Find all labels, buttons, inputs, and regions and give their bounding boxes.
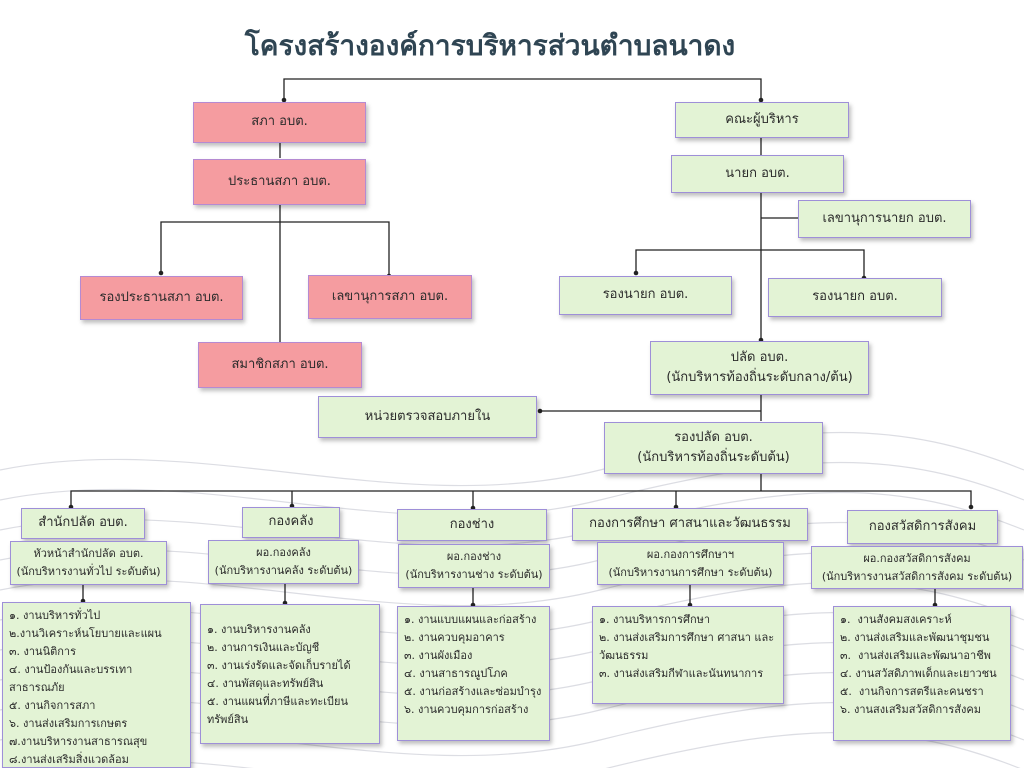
department-head-level: (นักบริหารงานทั่วไป ระดับต้น) bbox=[16, 565, 161, 578]
department-box: กองการศึกษา ศาสนาและวัฒนธรรม bbox=[572, 508, 808, 541]
department-head-box: ผอ.กองคลัง (นักบริหารงานคลัง ระดับต้น) bbox=[208, 540, 359, 584]
task-item: ๓. งานส่งเสริมและพัฒนาอาชีพ bbox=[840, 649, 991, 662]
department-box: สำนักปลัด อบต. bbox=[21, 508, 145, 539]
deputy-permanent-secretary-title: รองปลัด อบต. bbox=[674, 429, 753, 445]
department-head-title: ผอ.กองช่าง bbox=[446, 550, 502, 564]
task-item: ๘.งานส่งเสริมสิ่งแวดล้อม bbox=[9, 753, 129, 766]
chart-title: โครงสร้างองค์การบริหารส่วนตำบลนาดง bbox=[244, 29, 736, 62]
task-item: ๑. งานบริหารการศึกษา bbox=[599, 613, 711, 626]
task-item: ๑. งานบริหารงานคลัง bbox=[207, 623, 311, 636]
department-head-title: ผอ.กองคลัง bbox=[256, 546, 311, 560]
department-head-title: ผอ.กองการศึกษาฯ bbox=[646, 547, 735, 561]
department-head-level: (นักบริหารงานสวัสดิการสังคม ระดับต้น) bbox=[821, 569, 1013, 583]
task-item: ๒. งานการเงินและบัญชี bbox=[207, 641, 320, 654]
department-head-box: ผอ.กองช่าง (นักบริหารงานช่าง ระดับต้น) bbox=[398, 544, 550, 588]
task-item: ๓. งานส่งเสริมกีฬาและนันทนาการ bbox=[599, 667, 764, 680]
permanent-secretary-title: ปลัด อบต. bbox=[730, 349, 789, 365]
department-head-level: (นักบริหารงานการศึกษา ระดับต้น) bbox=[608, 565, 773, 579]
task-item: ๕. งานกิจการสตรีและคนชรา bbox=[840, 685, 984, 698]
mayor-secretary-box: เลขานุการนายก อบต. bbox=[798, 200, 971, 238]
task-item: ๒.งานวิเคราะห์นโยบายและแผน bbox=[9, 627, 162, 640]
task-list: ๑. งานบริหารทั่วไป ๒.งานวิเคราะห์นโยบายแ… bbox=[2, 602, 191, 768]
task-item: ๑. งานสังคมสงเคราะห์ bbox=[840, 613, 952, 626]
task-item: ๖. งานสงเสริมสวัสดิการสังคม bbox=[840, 703, 981, 716]
department-box: กองช่าง bbox=[397, 509, 547, 541]
department-head-level: (นักบริหารงานช่าง ระดับต้น) bbox=[405, 568, 543, 581]
task-item: ๕. งานก่อสร้างและซ่อมบำรุง bbox=[404, 685, 542, 698]
deputy-mayor-box: รองนายก อบต. bbox=[559, 276, 732, 315]
task-list: ๑. งานแบบแผนและก่อสร้าง ๒. งานควบคุมอาคา… bbox=[397, 606, 550, 741]
task-item: ๖. งานส่งเสริมการเกษตร bbox=[9, 717, 128, 730]
department-head-box: ผอ.กองสวัสดิการสังคม (นักบริหารงานสวัสดิ… bbox=[811, 546, 1023, 589]
council-secretary-box: เลขานุการสภา อบต. bbox=[308, 275, 472, 319]
task-item: ๓. งานนิติการ bbox=[9, 645, 76, 658]
deputy-mayor-box: รองนายก อบต. bbox=[768, 278, 942, 317]
vice-chair-box: รองประธานสภา อบต. bbox=[80, 276, 243, 320]
department-box: กองคลัง bbox=[242, 507, 340, 538]
task-item: ๑. งานบริหารทั่วไป bbox=[9, 609, 101, 622]
executives-box: คณะผู้บริหาร bbox=[675, 102, 849, 138]
task-item: ๕. งานกิจการสภา bbox=[9, 699, 96, 712]
task-item: ๗.งานบริหารงานสาธารณสุข bbox=[9, 735, 148, 748]
council-chair-box: ประธานสภา อบต. bbox=[193, 159, 366, 205]
task-item: ๖. งานควบคุมการก่อสร้าง bbox=[404, 703, 529, 716]
department-head-level: (นักบริหารงานคลัง ระดับต้น) bbox=[214, 564, 353, 577]
task-item: ๑. งานแบบแผนและก่อสร้าง bbox=[404, 613, 537, 626]
task-item: ๓. งานเร่งรัดและจัดเก็บรายได้ bbox=[207, 659, 351, 672]
department-box: กองสวัสดิการสังคม bbox=[847, 510, 998, 544]
task-item: ๒. งานส่งเสริมและพัฒนาชุมชน bbox=[840, 631, 990, 644]
council-box: สภา อบต. bbox=[193, 102, 366, 143]
mayor-box: นายก อบต. bbox=[671, 155, 844, 193]
task-item: ๒. งานส่งเสริมการศึกษา ศาสนา และวัฒนธรรม bbox=[599, 631, 775, 662]
task-list: ๑. งานบริหารการศึกษา ๒. งานส่งเสริมการศึ… bbox=[592, 606, 784, 704]
task-item: ๔. งานสวัสดิภาพเด็กและเยาวชน bbox=[840, 667, 997, 680]
task-item: ๔. งานพัสดุและทรัพย์สิน bbox=[207, 677, 324, 690]
task-item: ๔. งานสาธารณูปโภค bbox=[404, 667, 508, 680]
council-members-box: สมาชิกสภา อบต. bbox=[198, 342, 362, 388]
department-head-box: ผอ.กองการศึกษาฯ (นักบริหารงานการศึกษา ระ… bbox=[597, 542, 784, 585]
deputy-permanent-secretary-level: (นักบริหารท้องถิ่นระดับต้น) bbox=[637, 450, 790, 465]
internal-audit-box: หน่วยตรวจสอบภายใน bbox=[318, 396, 537, 438]
task-item: ๔. งานป้องกันและบรรเทาสาธารณภัย bbox=[9, 663, 133, 694]
task-item: ๒. งานควบคุมอาคาร bbox=[404, 631, 505, 644]
task-item: ๓. งานผังเมือง bbox=[404, 649, 473, 662]
task-item: ๕. งานแผนที่ภาษีและทะเบียนทรัพย์สิน bbox=[207, 695, 348, 726]
department-head-title: หัวหน้าสำนักปลัด อบต. bbox=[33, 547, 144, 561]
task-list: ๑. งานสังคมสงเคราะห์ ๒. งานส่งเสริมและพั… bbox=[833, 606, 1011, 741]
deputy-permanent-secretary-box: รองปลัด อบต. (นักบริหารท้องถิ่นระดับต้น) bbox=[604, 422, 823, 474]
permanent-secretary-level: (นักบริหารท้องถิ่นระดับกลาง/ต้น) bbox=[666, 370, 853, 385]
permanent-secretary-box: ปลัด อบต. (นักบริหารท้องถิ่นระดับกลาง/ต้… bbox=[650, 341, 869, 395]
department-head-box: หัวหน้าสำนักปลัด อบต. (นักบริหารงานทั่วไ… bbox=[10, 541, 167, 585]
task-list: ๑. งานบริหารงานคลัง ๒. งานการเงินและบัญช… bbox=[200, 604, 380, 744]
department-head-title: ผอ.กองสวัสดิการสังคม bbox=[863, 551, 971, 565]
